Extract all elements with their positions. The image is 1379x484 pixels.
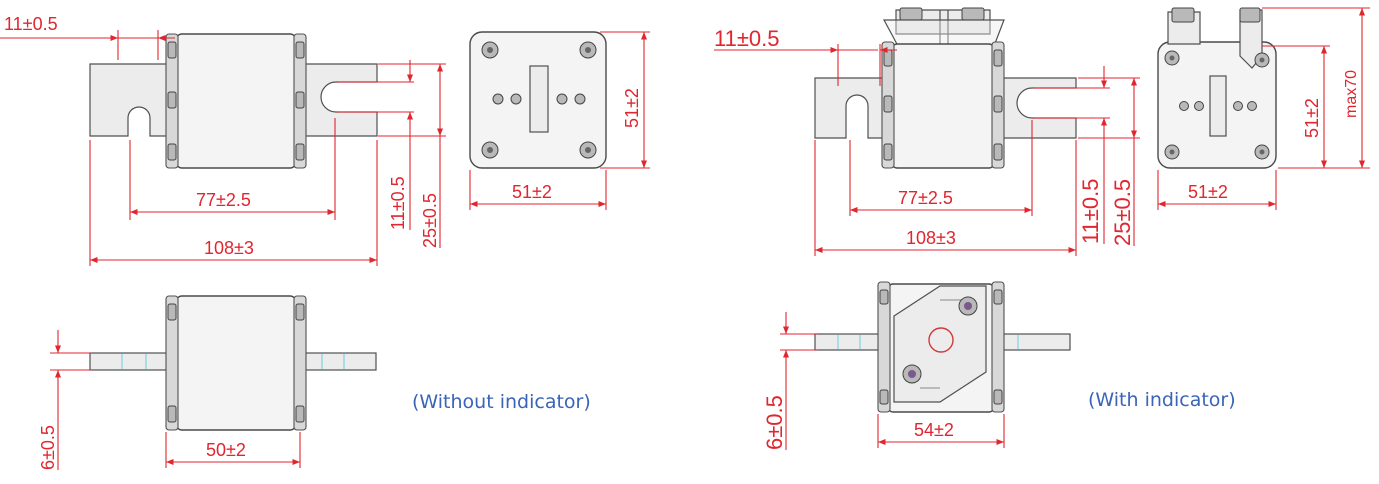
right-side-view: [814, 281, 1071, 413]
right-dim-thick: 6±0.5: [762, 395, 787, 450]
right-dimensions-side: 6±0.5 54±2: [762, 312, 1005, 450]
left-end-view: [469, 31, 607, 169]
right-dim-end-51h: 51±2: [1302, 98, 1322, 138]
left-dim-thick: 6±0.5: [38, 425, 58, 470]
left-dim-top-11: 11±0.5: [4, 14, 58, 34]
left-dim-side-50: 50±2: [206, 440, 246, 460]
caption-with-indicator: (With indicator): [1088, 389, 1236, 411]
right-end-view: [1157, 7, 1277, 169]
left-dimensions-front: 11±0.5 77±2.5 108±3 11±0.5 25±0.5: [0, 14, 446, 266]
left-side-view: [89, 295, 377, 431]
right-dim-108: 108±3: [906, 228, 956, 248]
left-dim-slot-11: 11±0.5: [388, 176, 408, 230]
right-dim-max70: max70: [1343, 70, 1360, 118]
right-dimensions-front: 11±0.5 77±2.5 108±3 11±0.5 25±0.5: [714, 26, 1140, 256]
left-dim-25: 25±0.5: [420, 193, 440, 248]
left-dim-end-51w: 51±2: [512, 182, 552, 202]
left-dimensions-side: 6±0.5 50±2: [38, 330, 301, 470]
right-dim-side-54: 54±2: [914, 420, 954, 440]
left-dim-77: 77±2.5: [196, 190, 251, 210]
right-dim-slot-11: 11±0.5: [1078, 179, 1103, 245]
left-dim-108: 108±3: [204, 238, 254, 258]
left-front-view: [89, 33, 378, 169]
right-dim-end-51w: 51±2: [1188, 182, 1228, 202]
caption-without-indicator: (Without indicator): [412, 391, 591, 413]
right-front-view: [814, 7, 1077, 169]
right-dim-top-11: 11±0.5: [714, 26, 780, 51]
left-dim-end-51h: 51±2: [622, 88, 642, 128]
right-dim-77: 77±2.5: [898, 188, 953, 208]
right-dimensions-end: 51±2 max70 51±2: [1157, 7, 1370, 210]
right-dim-25: 25±0.5: [1110, 179, 1135, 246]
left-dimensions-end: 51±2 51±2: [469, 31, 650, 210]
